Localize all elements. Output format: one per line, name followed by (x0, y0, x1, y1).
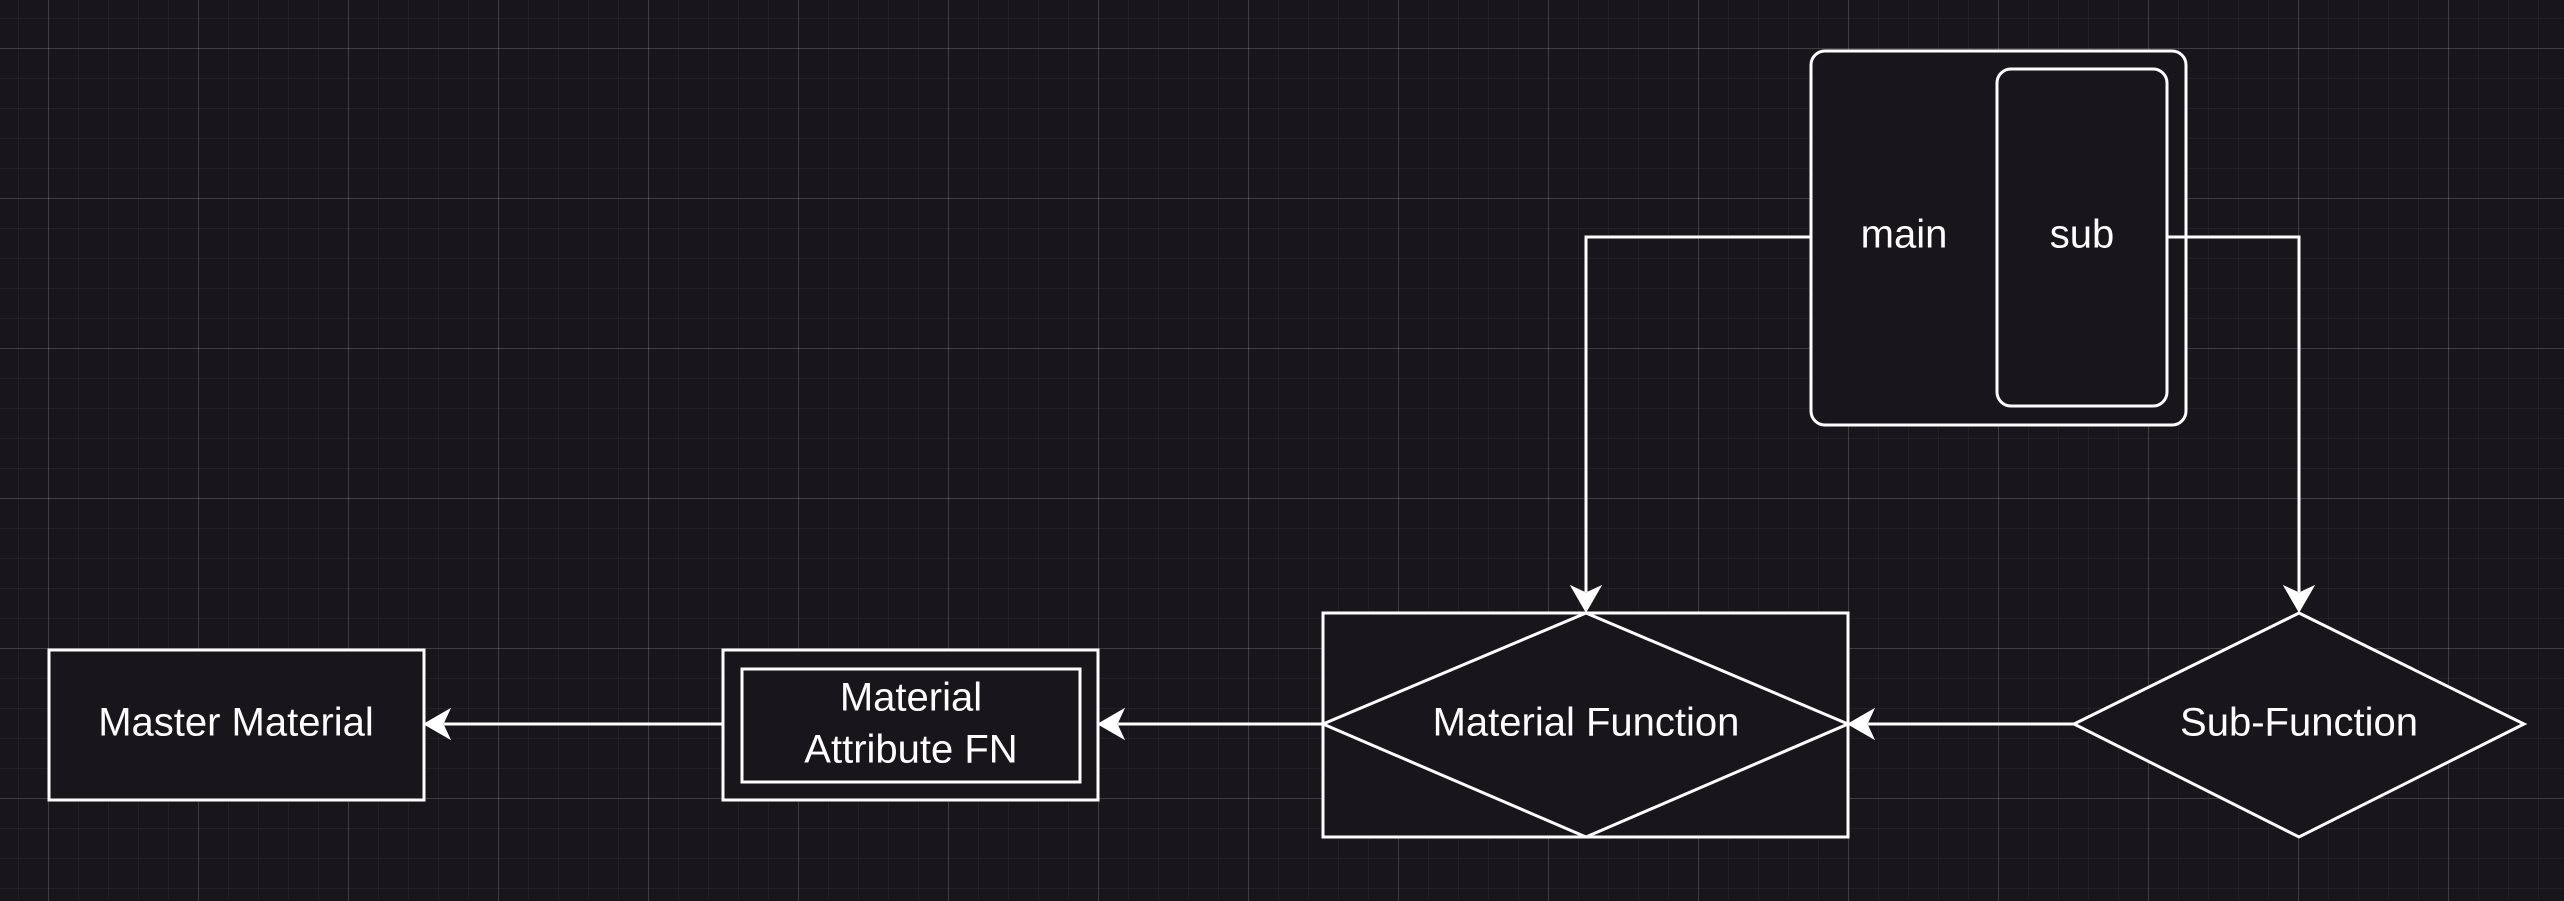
material-attribute-fn-label-line1: Material (840, 676, 982, 720)
material-attribute-fn-node[interactable]: Material Attribute FN (721, 648, 1100, 802)
arrowhead-main-to-material-function (1569, 584, 1603, 614)
arrowhead-material-function-to-attribute-fn (1096, 707, 1126, 741)
edges-layer (422, 235, 2316, 741)
master-material-box (47, 648, 426, 802)
material-attribute-fn-inner-box (740, 667, 1082, 784)
edge-sub-to-sub-function[interactable] (2167, 235, 2301, 592)
container-node[interactable]: main sub (1809, 49, 2188, 427)
material-function-label: Material Function (1433, 701, 1740, 745)
arrowhead-sub-function-to-material-function (1846, 707, 1876, 741)
edge-main-to-material-function[interactable] (1584, 235, 1811, 592)
container-sub-label: sub (2050, 213, 2115, 257)
container-main-label: main (1861, 213, 1948, 257)
arrowhead-sub-to-sub-function (2282, 584, 2316, 614)
master-material-node[interactable]: Master Material (47, 648, 426, 802)
sub-function-node[interactable]: Sub-Function (2070, 611, 2528, 839)
sub-function-label: Sub-Function (2180, 701, 2418, 745)
material-function-node[interactable]: Material Function (1319, 611, 1852, 839)
material-attribute-fn-label-line2: Attribute FN (804, 728, 1017, 772)
master-material-label: Master Material (98, 701, 374, 745)
material-function-diamond (1319, 611, 1852, 839)
arrowhead-attribute-fn-to-master-material (422, 707, 452, 741)
sub-function-diamond (2070, 611, 2528, 839)
material-attribute-fn-outer-box (721, 648, 1100, 802)
